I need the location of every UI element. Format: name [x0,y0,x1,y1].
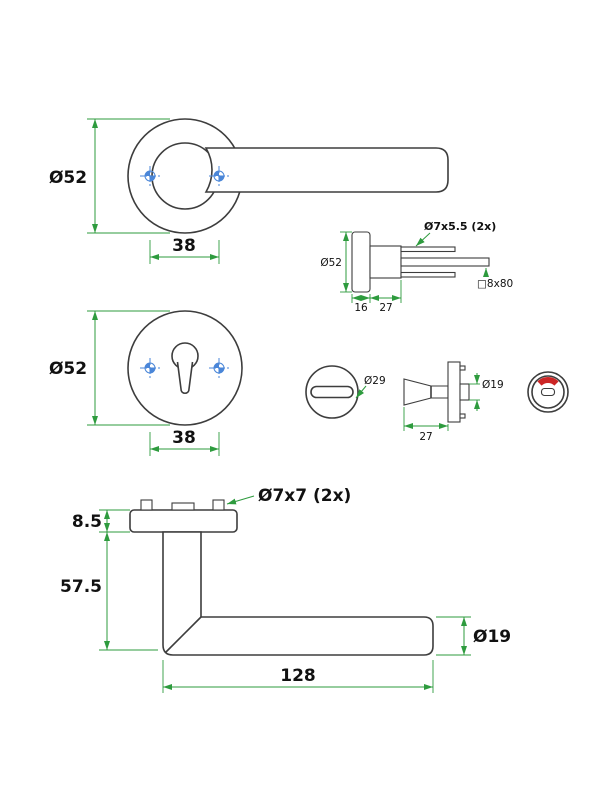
dim-label-wc-depth: 27 [419,431,432,443]
label-spindle-spec: □8x80 [477,278,513,290]
dim-label-screw-spacing: 38 [172,236,196,256]
dim-label-lever-length: 128 [280,666,316,686]
wc-turn-views: Ø29 27 Ø19 [305,361,569,443]
dim-label-rose-thickness: 8.5 [72,512,102,532]
leader-knob-diameter: Ø29 [355,375,386,399]
screw-post-right [212,499,225,511]
rose-plate-profile [129,509,238,533]
wc-screw-top [459,365,466,371]
emergency-release-slot [540,387,556,397]
dim-label-knob-diameter: Ø29 [364,375,386,387]
label-lever-screw-spec: Ø7x7 (2x) [258,486,351,506]
dim-label-rose-side-diameter: Ø52 [320,257,342,269]
lever-grip-profile [162,531,434,656]
dim-label-escutcheon-spacing: 38 [172,428,196,448]
dim-escutcheon-diameter: Ø52 [49,310,170,426]
dim-label-depth-outer: 27 [379,302,392,314]
wc-screw-bottom [459,413,466,419]
dim-wc-spindle-diameter: Ø19 [469,373,504,411]
dim-screw-spacing: 38 [149,236,220,264]
rose-side-view: Ø7x5.5 (2x) □8x80 Ø52 16 27 [320,220,513,314]
screw-post-left [140,499,153,511]
lever-side-view: Ø7x7 (2x) 8.5 57.5 128 Ø19 [60,486,511,693]
dim-label-wc-spindle-diameter: Ø19 [482,379,504,391]
wc-spindle-hub [459,383,470,401]
indicator-inner-circle [531,375,565,409]
escutcheon-outer-circle [127,310,243,426]
rose-plate-side [351,231,371,293]
square-spindle [400,257,490,267]
wc-rose-plate-side [447,361,461,423]
leader-screw-spec: Ø7x5.5 (2x) [415,220,496,247]
leader-lever-screw-spec: Ø7x7 (2x) [226,486,351,506]
dim-rose-side-diameter: Ø52 [320,231,352,293]
center-mark-icon [208,357,230,379]
dim-rose-thickness: 8.5 [72,509,130,533]
lever-grip-front [204,147,449,193]
dim-grip-diameter: Ø19 [436,616,511,656]
fixing-screw-bottom [400,271,456,278]
miter-joint-line [165,616,202,653]
dim-label-depth-inner: 16 [354,302,368,314]
indicator-outer-circle [527,371,569,413]
lever-front-view: Ø52 38 [49,118,449,264]
dim-lever-length: 128 [162,660,434,693]
dim-wc-depth: 27 [403,407,449,443]
center-mark-icon [139,357,161,379]
leader-spindle-spec: □8x80 [477,268,513,290]
escutcheon-front-view: Ø52 38 [49,310,243,456]
dim-label-escutcheon-diameter: Ø52 [49,359,87,379]
wc-turn-knob-profile [403,378,449,406]
fixing-screw-top [400,246,456,253]
spindle-boss [171,502,195,511]
center-mark-icon [139,165,161,187]
dim-rose-depths: 16 27 [351,280,402,314]
euro-profile-slot [176,361,194,394]
dim-rose-diameter: Ø52 [49,118,170,234]
dim-neck-height: 57.5 [60,532,158,651]
rose-hub-side [369,245,402,279]
dim-label-rose-diameter: Ø52 [49,168,87,188]
dim-escutcheon-screw-spacing: 38 [149,428,220,456]
label-screw-spec: Ø7x5.5 (2x) [424,220,496,233]
dim-label-grip-diameter: Ø19 [473,627,511,647]
dim-label-neck-height: 57.5 [60,577,102,597]
thumbturn-knob [310,385,354,399]
occupancy-indicator-icon [537,377,559,386]
